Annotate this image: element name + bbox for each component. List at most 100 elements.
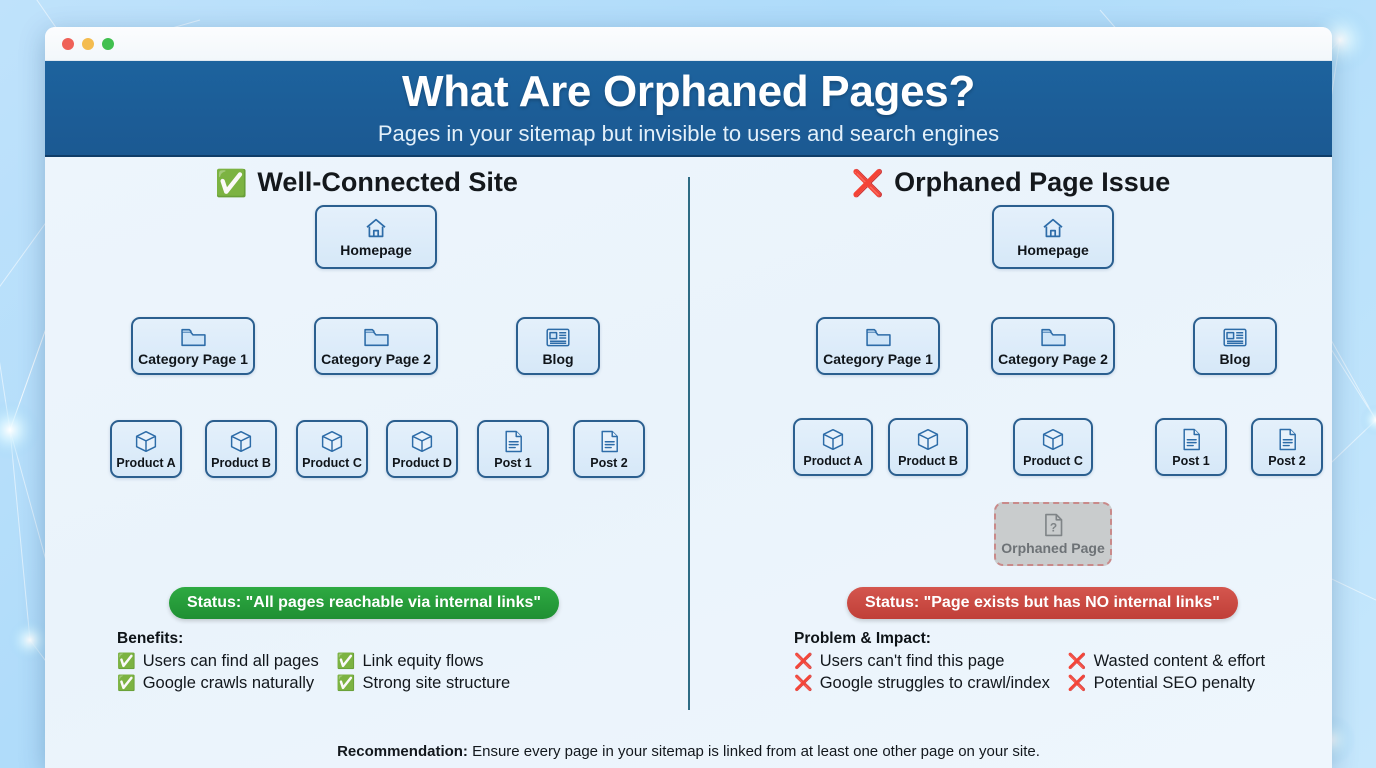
package-icon — [820, 427, 846, 452]
problem-item: ❌ Google struggles to crawl/index — [794, 674, 1050, 693]
node-category-page-1[interactable]: Category Page 1 — [816, 317, 940, 375]
newspaper-icon — [1222, 326, 1248, 349]
benefit-item: ✅ Link equity flows — [337, 652, 510, 671]
home-icon — [363, 216, 389, 240]
node-label: Orphaned Page — [1001, 540, 1105, 556]
node-label: Post 2 — [590, 455, 628, 470]
package-icon — [409, 429, 435, 454]
column-divider — [688, 177, 690, 710]
package-icon — [228, 429, 254, 454]
node-label: Blog — [542, 350, 574, 367]
node-label: Product C — [1023, 453, 1083, 468]
node-category-page-2[interactable]: Category Page 2 — [314, 317, 438, 375]
left-column-heading: ✅ Well-Connected Site — [45, 167, 688, 198]
cross-mark-icon: ❌ — [851, 167, 885, 198]
folder-icon — [363, 326, 390, 349]
check-mark-icon: ✅ — [215, 167, 248, 198]
node-category-page-1[interactable]: Category Page 1 — [131, 317, 255, 375]
node-label: Product A — [803, 453, 863, 468]
minimize-button[interactable] — [82, 37, 94, 50]
node-label: Post 1 — [494, 455, 532, 470]
maximize-button[interactable] — [102, 37, 114, 50]
node-post-1[interactable]: Post 1 — [1155, 418, 1227, 476]
node-label: Post 1 — [1172, 453, 1210, 468]
node-label: Category Page 2 — [998, 350, 1108, 367]
document-icon — [1180, 427, 1203, 452]
recommendation-text: Ensure every page in your sitemap is lin… — [467, 743, 1040, 760]
node-label: Category Page 1 — [823, 350, 933, 367]
cross-mark-icon: ❌ — [1067, 653, 1087, 670]
problem-item: ❌ Wasted content & effort — [1068, 652, 1265, 671]
problem-item: ❌ Users can't find this page — [794, 652, 1050, 671]
package-icon — [1040, 427, 1066, 452]
node-post-2[interactable]: Post 2 — [573, 420, 645, 478]
page-header: What Are Orphaned Pages? Pages in your s… — [45, 61, 1332, 157]
node-product-c[interactable]: Product C — [296, 420, 368, 478]
check-mark-icon: ✅ — [117, 675, 136, 692]
close-button[interactable] — [62, 37, 74, 50]
benefit-text: Link equity flows — [362, 652, 484, 670]
recommendation-footer: Recommendation: Ensure every page in you… — [45, 743, 1332, 760]
package-icon — [319, 429, 345, 454]
cross-mark-icon: ❌ — [1067, 675, 1087, 692]
node-product-b[interactable]: Product B — [205, 420, 277, 478]
node-label: Product D — [392, 455, 452, 470]
left-status-badge: Status: "All pages reachable via interna… — [169, 587, 559, 619]
node-label: Homepage — [340, 242, 412, 258]
node-orphaned-page[interactable]: ? Orphaned Page — [994, 502, 1112, 566]
node-label: Product B — [898, 453, 958, 468]
cross-mark-icon: ❌ — [794, 653, 813, 670]
node-post-1[interactable]: Post 1 — [477, 420, 549, 478]
benefit-item: ✅ Strong site structure — [337, 674, 510, 693]
problem-item: ❌ Potential SEO penalty — [1068, 674, 1265, 693]
node-label: Post 2 — [1268, 453, 1306, 468]
svg-text:?: ? — [1049, 521, 1056, 535]
benefits-block: Benefits: ✅ Users can find all pages ✅ L… — [117, 630, 510, 693]
node-label: Homepage — [1017, 242, 1089, 258]
node-category-page-2[interactable]: Category Page 2 — [991, 317, 1115, 375]
node-label: Product A — [116, 455, 176, 470]
page-subtitle: Pages in your sitemap but invisible to u… — [377, 121, 1000, 147]
cross-mark-icon: ❌ — [794, 675, 813, 692]
check-mark-icon: ✅ — [336, 653, 356, 670]
benefits-title: Benefits: — [117, 630, 184, 647]
window-titlebar — [45, 27, 1332, 61]
node-product-d[interactable]: Product D — [386, 420, 458, 478]
node-blog[interactable]: Blog — [1193, 317, 1277, 375]
problem-text: Users can't find this page — [819, 652, 1005, 670]
node-label: Product C — [302, 455, 362, 470]
benefits-list: ✅ Users can find all pages ✅ Link equity… — [117, 652, 510, 693]
node-homepage[interactable]: Homepage — [315, 205, 437, 269]
node-product-a[interactable]: Product A — [793, 418, 873, 476]
node-label: Product B — [211, 455, 271, 470]
node-blog[interactable]: Blog — [516, 317, 600, 375]
package-icon — [133, 429, 159, 454]
benefit-item: ✅ Google crawls naturally — [117, 674, 319, 693]
page-title: What Are Orphaned Pages? — [401, 66, 976, 116]
node-label: Blog — [1219, 350, 1251, 367]
node-post-2[interactable]: Post 2 — [1251, 418, 1323, 476]
package-icon — [915, 427, 941, 452]
node-product-b[interactable]: Product B — [888, 418, 968, 476]
check-mark-icon: ✅ — [336, 675, 356, 692]
right-column-heading: ❌ Orphaned Page Issue — [690, 167, 1332, 198]
problem-impact-list: ❌ Users can't find this page ❌ Wasted co… — [794, 652, 1265, 693]
home-icon — [1040, 216, 1066, 240]
node-product-c[interactable]: Product C — [1013, 418, 1093, 476]
left-heading-label: Well-Connected Site — [257, 167, 518, 197]
node-homepage[interactable]: Homepage — [992, 205, 1114, 269]
document-icon — [502, 429, 525, 454]
node-label: Category Page 2 — [321, 350, 431, 367]
browser-window: What Are Orphaned Pages? Pages in your s… — [45, 27, 1332, 768]
node-label: Category Page 1 — [138, 350, 248, 367]
problem-impact-title: Problem & Impact: — [794, 630, 931, 647]
document-icon — [598, 429, 621, 454]
benefit-text: Users can find all pages — [142, 652, 319, 670]
problem-text: Wasted content & effort — [1093, 652, 1266, 670]
node-product-a[interactable]: Product A — [110, 420, 182, 478]
folder-icon — [865, 326, 892, 349]
recommendation-label: Recommendation: — [337, 743, 468, 760]
problem-impact-block: Problem & Impact: ❌ Users can't find thi… — [794, 630, 1265, 693]
folder-icon — [180, 326, 207, 349]
content-area: ✅ Well-Connected Site — [45, 157, 1332, 768]
